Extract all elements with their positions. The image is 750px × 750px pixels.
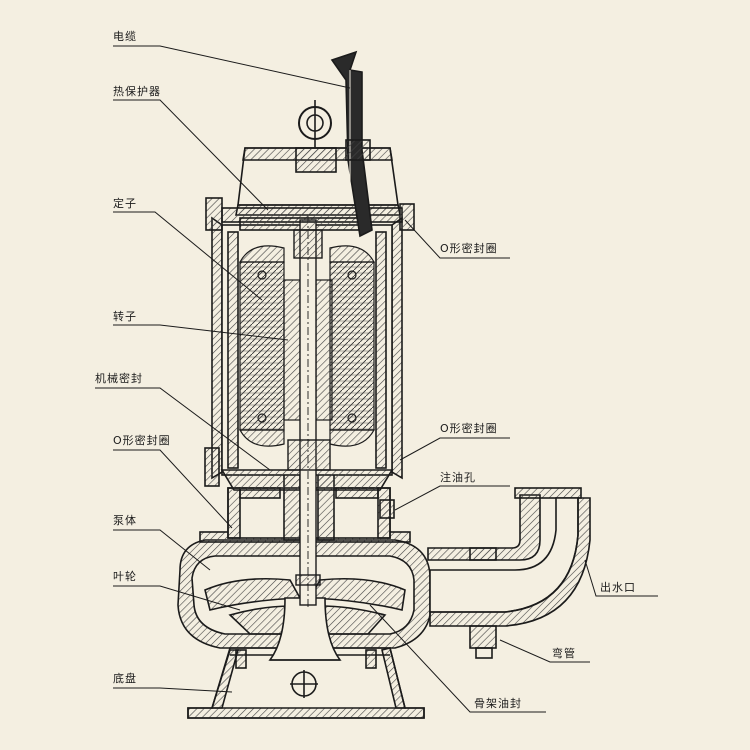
label-oil-filling-hole: 注油孔 [440,471,476,484]
label-outlet: 出水口 [600,581,636,594]
pump-body-volute [177,531,431,661]
outlet-pipe-elbow [427,487,591,659]
label-o-ring-right-mid: O形密封圈 [440,422,498,435]
label-elbow: 弯管 [552,647,576,660]
cable-gland [330,50,373,238]
label-cable: 电缆 [113,30,137,43]
label-rotor: 转子 [113,310,137,323]
label-pump-body: 泵体 [113,514,137,527]
label-o-ring-right-top: O形密封圈 [440,242,498,255]
stator-rotor [238,245,376,447]
leader-lines [95,45,658,713]
label-skeleton-oil-seal: 骨架油封 [474,697,522,710]
label-mechanical-seal: 机械密封 [95,372,143,385]
label-o-ring-left: O形密封圈 [113,434,171,447]
label-thermal-protector: 热保护器 [113,85,161,98]
base-plate [187,647,425,719]
label-impeller: 叶轮 [113,570,137,583]
label-stator: 定子 [113,197,137,210]
label-base-plate: 底盘 [113,672,137,685]
top-cover [221,100,403,231]
shaft [287,215,331,610]
